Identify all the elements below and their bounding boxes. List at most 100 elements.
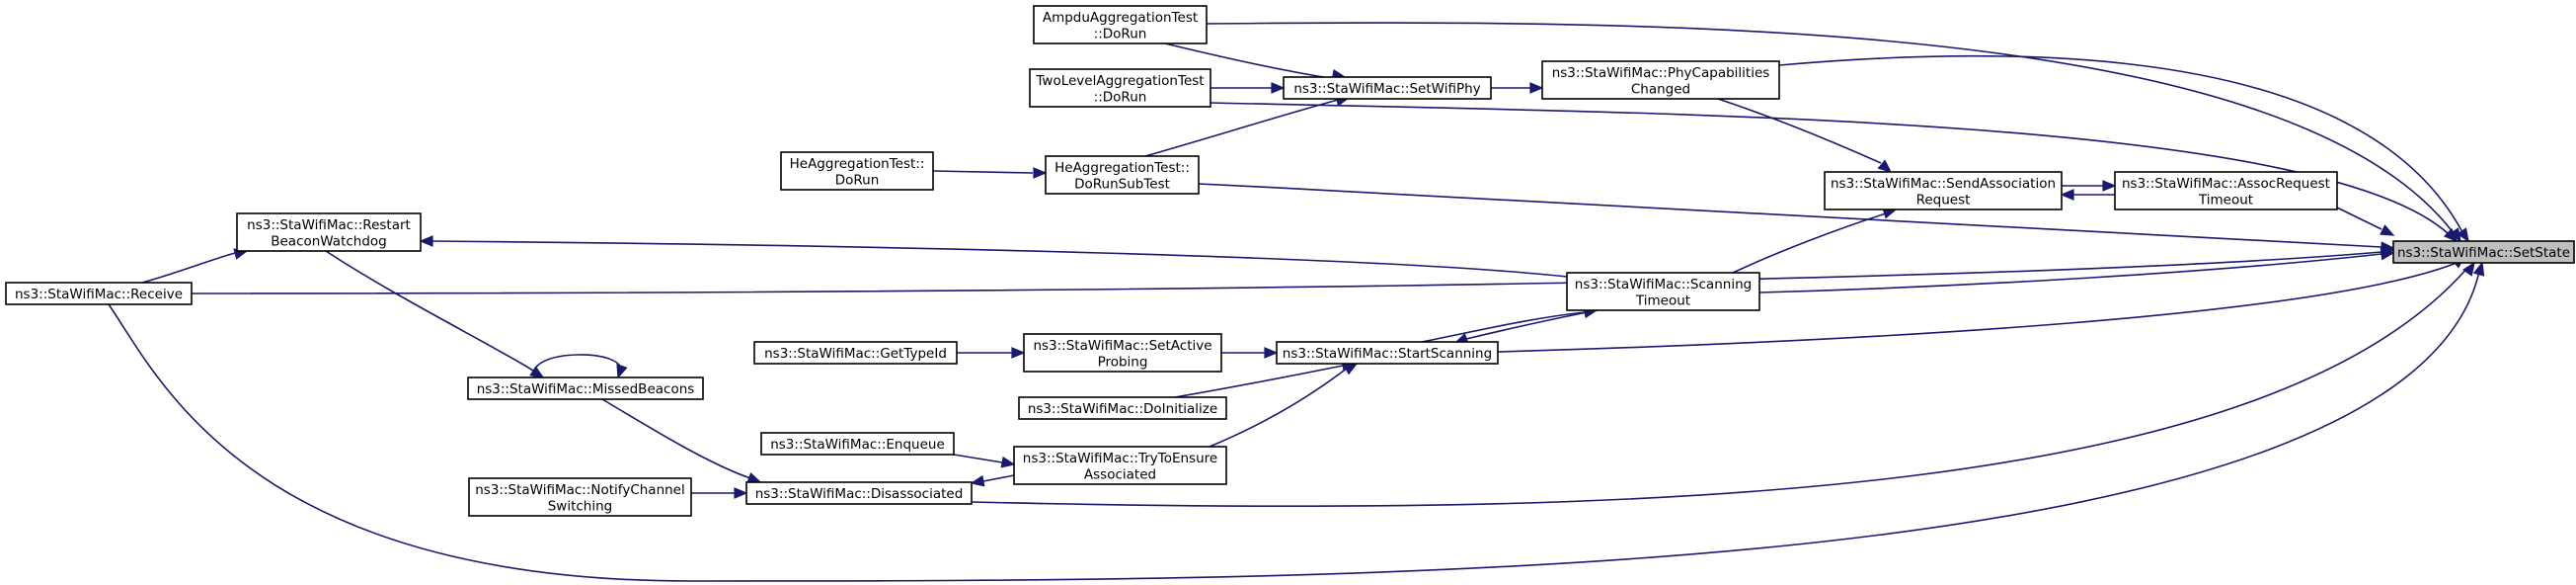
edge-line: [141, 252, 236, 284]
edge-tryensure-to-startscan: [1209, 363, 1359, 448]
edge-receive-to-setstate: [108, 261, 2485, 582]
edge-disassoc-to-setstate: [971, 261, 2475, 508]
edge-line: [1144, 99, 1339, 157]
node-box: [780, 151, 934, 191]
arrow-head: [419, 235, 433, 247]
edge-line: [325, 250, 534, 372]
edge-line: [953, 454, 1003, 463]
edge-restart-to-missed: [325, 250, 545, 378]
edge-line: [431, 240, 1568, 278]
node-setstate[interactable]: ns3::StaWifiMac::SetState: [2392, 240, 2575, 264]
node-label: Changed: [1631, 81, 1690, 97]
edge-phycap-to-setstate: [1778, 54, 2469, 243]
node-label: ::DoRun: [1094, 26, 1147, 42]
edge-missed-to-missed: [533, 354, 628, 379]
edge-phycap-to-sendassoc: [1717, 98, 1893, 173]
node-gettypeid[interactable]: ns3::StaWifiMac::GetTypeId: [753, 341, 958, 365]
edge-scantimeout-to-restart: [419, 235, 1568, 278]
node-box: [1276, 341, 1499, 365]
node-label: DoRun: [835, 172, 880, 188]
node-box: [2114, 171, 2338, 210]
node-label: AmpduAggregationTest: [1043, 10, 1198, 26]
node-label: ns3::StaWifiMac::Disassociated: [755, 486, 964, 502]
edge-line: [2336, 207, 2382, 230]
node-label: ns3::StaWifiMac::StartScanning: [1283, 346, 1492, 362]
edge-assocreq-to-setstate: [2336, 207, 2395, 236]
arrow-head: [2102, 180, 2117, 192]
node-label: DoRunSubTest: [1074, 176, 1170, 192]
edge-layer: [108, 22, 2485, 582]
edge-line: [533, 354, 622, 378]
node-hesub[interactable]: HeAggregationTest::DoRunSubTest: [1045, 155, 1200, 195]
edge-line: [1421, 311, 1586, 343]
node-missed[interactable]: ns3::StaWifiMac::MissedBeacons: [467, 376, 704, 400]
node-label: ns3::StaWifiMac::TryToEnsure: [1023, 451, 1217, 466]
node-box: [745, 481, 973, 505]
arrow-head: [1264, 347, 1279, 359]
node-label: ns3::StaWifiMac::Receive: [15, 287, 183, 302]
node-box: [2392, 240, 2575, 264]
edge-line: [1164, 42, 1336, 80]
node-label: ns3::StaWifiMac::PhyCapabilities: [1552, 65, 1770, 81]
edge-heagg-to-hesub: [932, 167, 1048, 179]
node-startscan[interactable]: ns3::StaWifiMac::StartScanning: [1276, 341, 1499, 365]
node-disassoc[interactable]: ns3::StaWifiMac::Disassociated: [745, 481, 973, 505]
edge-sendassoc-to-assocreq: [2062, 180, 2117, 192]
arrow-head: [734, 487, 748, 499]
node-receive[interactable]: ns3::StaWifiMac::Receive: [5, 282, 193, 305]
node-box: [1566, 272, 1760, 311]
node-label: ns3::StaWifiMac::SendAssociation: [1831, 176, 2056, 192]
node-label: ns3::StaWifiMac::Scanning: [1575, 277, 1752, 292]
node-label: Switching: [548, 498, 613, 514]
node-ampdu[interactable]: AmpduAggregationTest::DoRun: [1033, 5, 1208, 44]
node-label: Associated: [1084, 466, 1156, 482]
edge-line: [108, 266, 2481, 582]
arrow-head: [2457, 227, 2469, 243]
node-label: HeAggregationTest::: [790, 156, 925, 172]
node-label: ns3::StaWifiMac::SetActive: [1033, 338, 1211, 354]
edge-missed-to-disassoc: [601, 398, 762, 484]
edge-receive-to-restart: [141, 248, 249, 284]
edge-line: [1717, 98, 1882, 164]
arrow-head: [1000, 456, 1016, 468]
node-label: Request: [1916, 192, 1971, 208]
node-heagg[interactable]: HeAggregationTest::DoRun: [780, 151, 934, 191]
node-enqueue[interactable]: ns3::StaWifiMac::Enqueue: [760, 432, 955, 456]
arrow-head: [746, 472, 762, 484]
arrow-head: [2472, 261, 2485, 277]
node-label: ns3::StaWifiMac::SetState: [2397, 245, 2570, 261]
node-setwifiphy[interactable]: ns3::StaWifiMac::SetWifiPhy: [1283, 76, 1492, 100]
edge-line: [1778, 54, 2463, 233]
arrow-head: [1877, 159, 1893, 173]
edge-gettypeid-to-setactive: [957, 347, 1026, 359]
node-label: ns3::StaWifiMac::MissedBeacons: [477, 381, 695, 397]
node-box: [760, 432, 955, 456]
edge-line: [601, 398, 751, 479]
node-label: Timeout: [2198, 192, 2253, 208]
node-label: ns3::StaWifiMac::Enqueue: [770, 437, 945, 453]
edge-notify-to-disassoc: [691, 487, 748, 499]
edge-line: [932, 170, 1034, 174]
edge-line: [1206, 22, 2455, 234]
arrow-head: [1529, 82, 1544, 94]
node-doinit[interactable]: ns3::StaWifiMac::DoInitialize: [1018, 396, 1227, 420]
arrow-head: [2443, 227, 2459, 243]
arrow-head: [529, 366, 545, 378]
node-box: [1283, 76, 1492, 100]
arrow-head: [616, 364, 628, 379]
node-twolevel[interactable]: TwoLevelAggregationTest::DoRun: [1029, 68, 1211, 108]
edge-enqueue-to-tryensure: [953, 454, 1016, 468]
edge-scantimeout-to-sendassoc: [1732, 208, 1898, 274]
node-label: Timeout: [1635, 292, 1690, 308]
node-box: [1023, 333, 1222, 373]
node-label: ns3::StaWifiMac::NotifyChannel: [475, 482, 685, 498]
